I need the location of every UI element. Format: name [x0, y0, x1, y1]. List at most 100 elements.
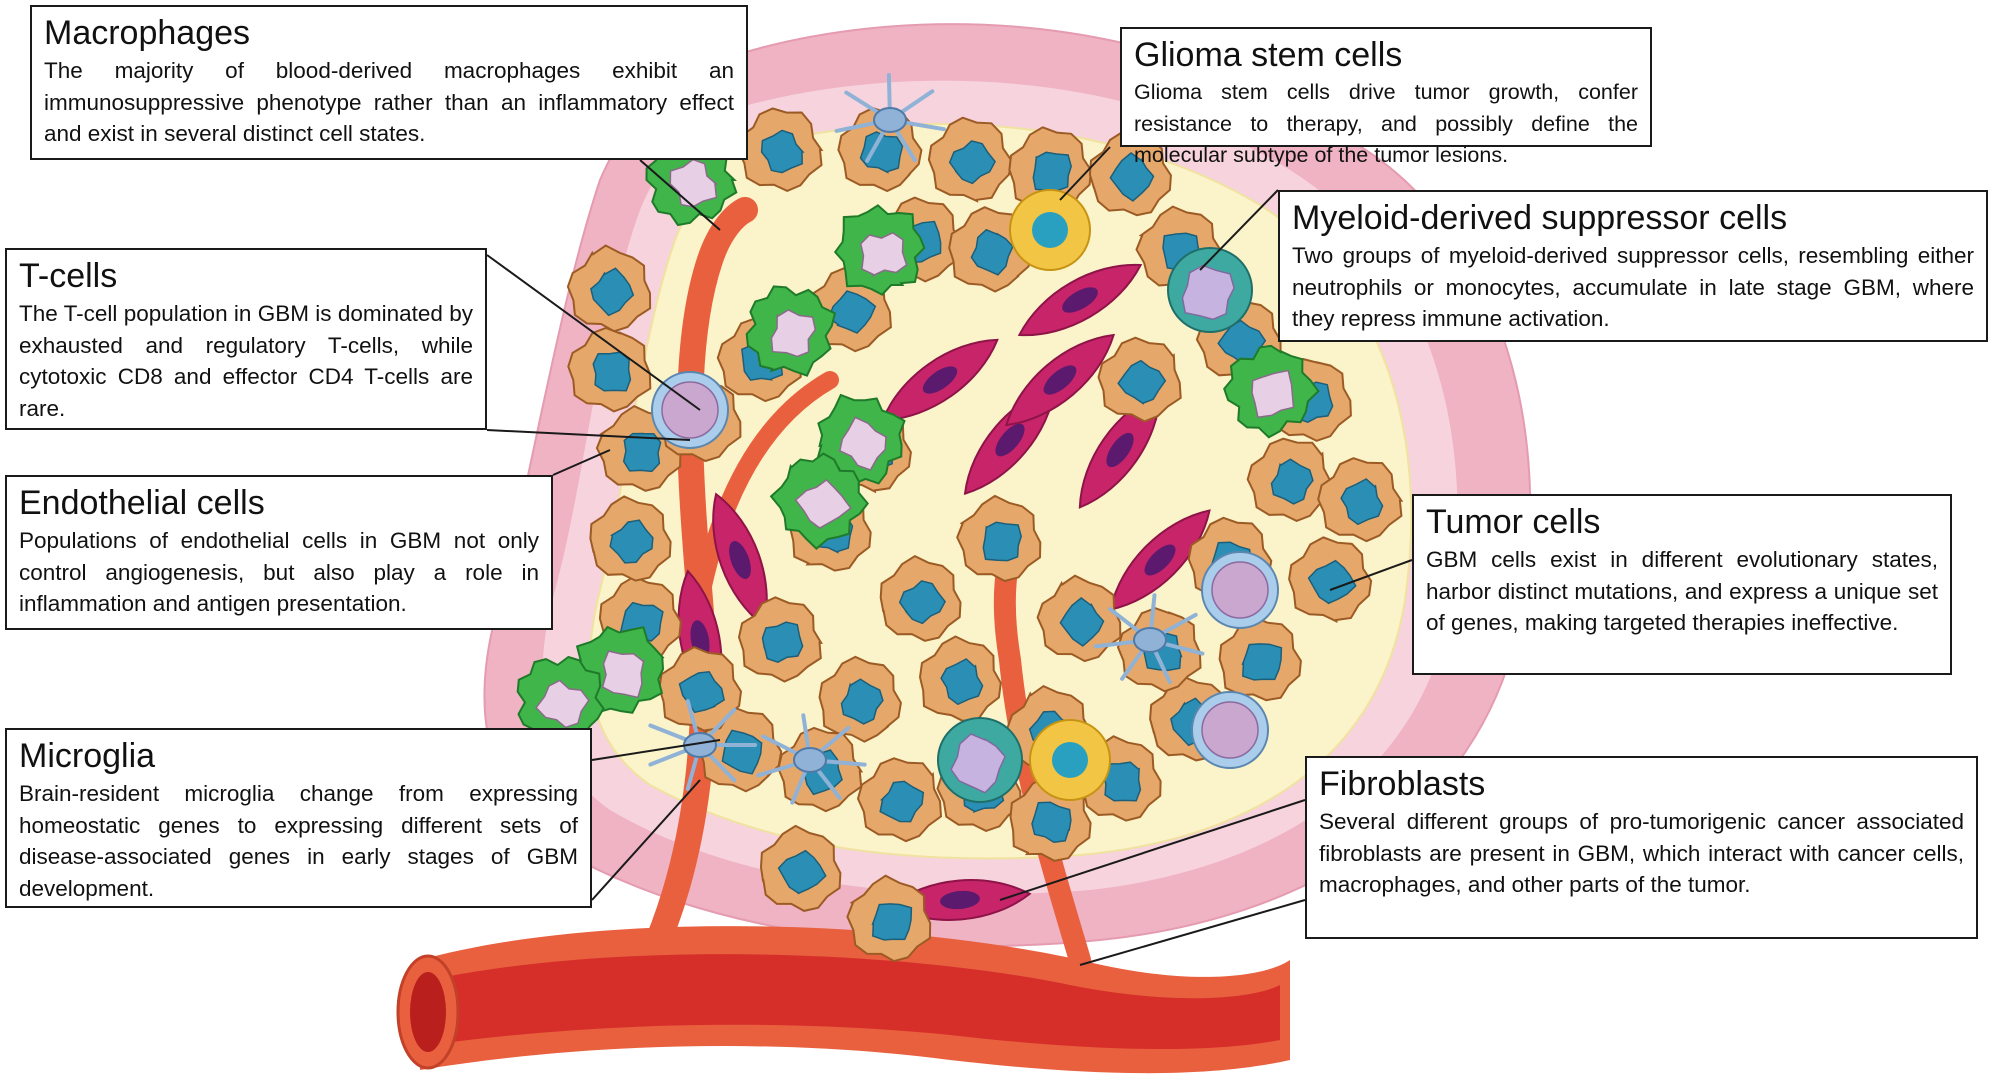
- tumor-cell-nucleus: [1340, 478, 1384, 526]
- callout-microglia: Microglia Brain-resident microglia chang…: [5, 728, 592, 908]
- tumor-cells-title: Tumor cells: [1426, 503, 1601, 541]
- myeloid-suppressor-cells-text: Two groups of myeloid-derived suppressor…: [1292, 243, 1974, 331]
- microglia-body: [873, 107, 907, 133]
- tumor-cell-nucleus: [1117, 359, 1167, 405]
- tumor-cell-nucleus: [1031, 801, 1072, 843]
- endothelial-cell-nucleus: [1062, 287, 1098, 313]
- callout-leader-line: [639, 159, 721, 231]
- endothelial-cell-nucleus: [922, 366, 958, 394]
- tumor-cell-nucleus: [948, 140, 996, 185]
- callout-leader-line: [486, 429, 691, 441]
- tumor-cell-nucleus: [982, 521, 1022, 562]
- vessel-branch-left-2: [691, 371, 839, 609]
- main-blood-vessel-lumen: [430, 954, 1280, 1050]
- myeloid-suppressor-cell-nucleus: [950, 733, 1006, 794]
- tumor-cell-nucleus: [1109, 152, 1155, 202]
- callout-leader-line: [1079, 899, 1306, 966]
- tumor-cell-nucleus: [609, 519, 654, 564]
- macrophage-nucleus: [770, 309, 817, 358]
- microglia-cell: [756, 713, 867, 805]
- microglia-cell: [834, 73, 946, 163]
- tumor-cell-nucleus: [1032, 151, 1072, 192]
- macrophages-text: The majority of blood-derived macrophage…: [44, 58, 734, 146]
- callout-leader-line: [999, 799, 1306, 901]
- tumor-cells-text: GBM cells exist in different evolutionar…: [1426, 547, 1938, 635]
- callout-leader-line: [1329, 559, 1413, 591]
- t-cells-title: T-cells: [19, 257, 118, 295]
- callout-myeloid-suppressor-cells: Myeloid-derived suppressor cells Two gro…: [1278, 190, 1988, 342]
- glioma-stem-cells-text: Glioma stem cells drive tumor growth, co…: [1134, 80, 1638, 167]
- microglia-title: Microglia: [19, 737, 156, 775]
- endothelial-cell: [1017, 263, 1143, 337]
- endothelial-cell-nucleus: [1043, 365, 1077, 395]
- tumor-cell-nucleus: [777, 849, 827, 895]
- callout-leader-line: [1199, 189, 1279, 271]
- endothelial-cell: [1109, 509, 1211, 611]
- endothelial-cells-title: Endothelial cells: [19, 484, 265, 522]
- t-cell-nucleus: [1201, 701, 1259, 759]
- endothelial-cell-nucleus: [1144, 544, 1176, 576]
- callout-t-cells: T-cells The T-cell population in GBM is …: [5, 248, 487, 430]
- tumor-cell-nucleus: [1307, 559, 1357, 605]
- callout-leader-line: [1059, 146, 1111, 201]
- t-cell-nucleus: [661, 381, 719, 439]
- myeloid-suppressor-cells-title: Myeloid-derived suppressor cells: [1292, 199, 1788, 237]
- tumor-cell-nucleus: [840, 678, 884, 725]
- glioma-stem-cell-nucleus: [1052, 742, 1088, 778]
- tumor-cell-nucleus: [678, 671, 725, 714]
- microglia-text: Brain-resident microglia change from exp…: [19, 781, 578, 901]
- macrophages-title: Macrophages: [44, 14, 251, 52]
- macrophage-nucleus: [535, 679, 590, 730]
- callout-leader-line: [591, 739, 721, 761]
- tumor-cell-nucleus: [1270, 458, 1314, 505]
- endothelial-cell: [881, 338, 999, 422]
- tumor-cell-nucleus: [590, 267, 635, 317]
- callout-glioma-stem-cells: Glioma stem cells Glioma stem cells driv…: [1120, 27, 1652, 167]
- tumor-cell-nucleus: [592, 351, 632, 392]
- microglia-body: [793, 747, 827, 773]
- glioma-stem-cells-title: Glioma stem cells: [1134, 36, 1403, 74]
- endothelial-cell: [1004, 333, 1116, 427]
- endothelial-cell-nucleus: [729, 540, 751, 580]
- macrophage-nucleus: [1251, 369, 1295, 419]
- endothelial-cell: [888, 879, 1032, 921]
- endothelial-cell: [712, 492, 768, 628]
- tumor-cell-nucleus: [827, 290, 877, 334]
- macrophage-nucleus: [838, 416, 889, 471]
- callout-tumor-cells: Tumor cells GBM cells exist in different…: [1412, 494, 1952, 675]
- tumor-cell-nucleus: [1241, 643, 1283, 681]
- tumor-cell-nucleus: [871, 903, 913, 941]
- myeloid-suppressor-cell-nucleus: [1181, 264, 1235, 321]
- endothelial-cell-nucleus: [1106, 432, 1134, 468]
- macrophage-nucleus: [669, 158, 719, 208]
- macrophage-nucleus: [794, 478, 852, 530]
- endothelial-cells-text: Populations of endothelial cells in GBM …: [19, 528, 539, 616]
- tumor-cell-nucleus: [898, 580, 946, 625]
- microglia-body: [1133, 627, 1167, 653]
- tumor-cell-nucleus: [760, 129, 805, 174]
- tumor-cell-nucleus: [1102, 761, 1142, 802]
- callout-leader-line: [552, 449, 611, 476]
- tumor-cell-nucleus: [970, 228, 1014, 276]
- fibroblasts-text: Several different groups of pro-tumorige…: [1319, 809, 1964, 897]
- vessel-branch-left: [637, 197, 758, 973]
- callout-fibroblasts: Fibroblasts Several different groups of …: [1305, 756, 1978, 939]
- callout-leader-line: [486, 254, 701, 411]
- macrophage-nucleus: [859, 231, 908, 278]
- tumor-cell-nucleus: [761, 621, 804, 664]
- cell-population: [486, 73, 1413, 966]
- fibroblasts-title: Fibroblasts: [1319, 765, 1486, 803]
- tumor-cell-nucleus: [721, 729, 763, 775]
- t-cells-text: The T-cell population in GBM is dominate…: [19, 301, 473, 421]
- macrophage-nucleus: [601, 650, 645, 699]
- tumor-cell-nucleus: [622, 432, 662, 473]
- glioma-stem-cell-nucleus: [1032, 212, 1068, 248]
- vessel-opening-lumen: [410, 972, 446, 1052]
- microglia-cell: [648, 699, 757, 791]
- callout-macrophages: Macrophages The majority of blood-derive…: [30, 5, 748, 160]
- endothelial-cell-nucleus: [995, 423, 1025, 457]
- tumor-cell-nucleus: [940, 658, 984, 706]
- tumor-cell-nucleus: [1059, 597, 1105, 647]
